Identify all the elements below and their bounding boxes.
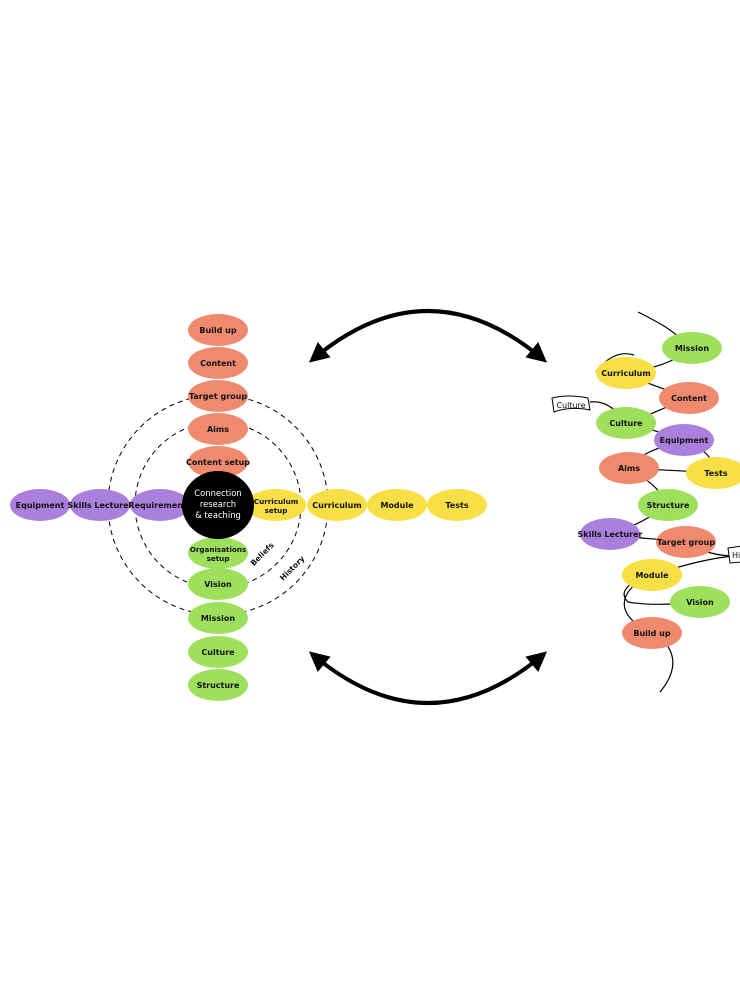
node-target-group: Target group	[188, 380, 248, 412]
center-hub: Connection research & teaching	[182, 471, 254, 539]
svg-text:Target group: Target group	[189, 392, 247, 401]
svg-text:Skills Lecturer: Skills Lecturer	[68, 501, 133, 510]
svg-text:Equipment: Equipment	[660, 436, 709, 445]
svg-text:Culture: Culture	[201, 648, 235, 657]
svg-text:Build up: Build up	[633, 629, 670, 638]
organisations-setup-text-2: setup	[207, 554, 230, 563]
net-node-target-group: Target group	[656, 526, 716, 558]
svg-text:Aims: Aims	[618, 464, 640, 473]
curriculum-setup-text-2: setup	[265, 506, 288, 515]
cross-bottom-column: Organisations setup Vision Mission Cultu…	[188, 537, 248, 701]
node-skills-lecturer: Skills Lecturer	[68, 489, 133, 521]
svg-text:Equipment: Equipment	[16, 501, 65, 510]
node-module: Module	[367, 489, 427, 521]
svg-text:Curriculum: Curriculum	[254, 497, 298, 506]
node-vision: Vision	[188, 568, 248, 600]
node-aims: Aims	[188, 413, 248, 445]
svg-text:Culture: Culture	[556, 401, 585, 410]
center-line-3: & teaching	[195, 510, 241, 520]
svg-text:Structure: Structure	[197, 681, 240, 690]
svg-text:Hi: Hi	[732, 551, 740, 560]
node-organisations-setup: Organisations setup	[188, 537, 248, 569]
svg-text:Content: Content	[200, 359, 236, 368]
svg-text:Mission: Mission	[675, 344, 709, 353]
svg-text:Build up: Build up	[199, 326, 236, 335]
net-node-aims: Aims	[599, 452, 659, 484]
svg-text:Culture: Culture	[609, 419, 643, 428]
network-nodes: Mission Curriculum Content Culture Equip…	[578, 332, 740, 649]
net-node-structure: Structure	[638, 489, 698, 521]
organisations-setup-text: Organisations	[190, 545, 247, 554]
svg-text:Tests: Tests	[704, 469, 727, 478]
flag-culture: Culture	[551, 395, 591, 413]
svg-text:Requirements: Requirements	[128, 501, 191, 510]
net-node-tests: Tests	[686, 457, 740, 489]
top-cycle-arrow	[308, 309, 548, 363]
cross-right-row: Curriculum setup Curriculum Module Tests	[246, 489, 487, 521]
cross-top-column: Build up Content Target group Aims Conte…	[186, 314, 250, 478]
curriculum-setup-text: Curriculum	[254, 497, 298, 506]
svg-text:Module: Module	[635, 571, 669, 580]
net-node-culture: Culture	[596, 407, 656, 439]
node-culture: Culture	[188, 636, 248, 668]
net-node-vision: Vision	[670, 586, 730, 618]
node-requirements: Requirements	[128, 489, 192, 521]
center-line-1: Connection	[194, 488, 241, 498]
svg-text:Structure: Structure	[647, 501, 690, 510]
svg-text:Vision: Vision	[204, 580, 232, 589]
net-node-build-up: Build up	[622, 617, 682, 649]
svg-text:Content setup: Content setup	[186, 458, 250, 467]
flag-history-partial: Hi	[727, 545, 740, 564]
svg-text:setup: setup	[265, 506, 288, 515]
svg-text:Module: Module	[380, 501, 414, 510]
net-node-content: Content	[659, 382, 719, 414]
svg-text:Skills Lecturer: Skills Lecturer	[578, 530, 643, 539]
svg-text:Aims: Aims	[207, 425, 229, 434]
svg-text:Vision: Vision	[686, 598, 714, 607]
svg-text:Organisations: Organisations	[190, 545, 247, 554]
node-content-setup: Content setup	[186, 446, 250, 478]
node-structure: Structure	[188, 669, 248, 701]
svg-text:Target group: Target group	[657, 538, 715, 547]
node-curriculum: Curriculum	[307, 489, 367, 521]
node-content: Content	[188, 347, 248, 379]
history-ring-label: History	[278, 554, 306, 582]
center-line-2: research	[200, 499, 236, 509]
net-node-mission: Mission	[662, 332, 722, 364]
net-node-module: Module	[622, 559, 682, 591]
net-node-skills-lecturer: Skills Lecturer	[578, 518, 643, 550]
node-tests: Tests	[427, 489, 487, 521]
svg-text:Curriculum: Curriculum	[312, 501, 361, 510]
node-curriculum-setup: Curriculum setup	[246, 489, 306, 521]
svg-text:Mission: Mission	[201, 614, 235, 623]
cross-left-row: Equipment Skills Lecturer Requirements	[10, 489, 192, 521]
beliefs-ring-label: Beliefs	[249, 540, 276, 567]
svg-text:Content: Content	[671, 394, 707, 403]
svg-text:Tests: Tests	[445, 501, 468, 510]
node-build-up: Build up	[188, 314, 248, 346]
net-node-curriculum: Curriculum	[596, 357, 656, 389]
bottom-cycle-arrow	[308, 651, 548, 705]
node-equipment: Equipment	[10, 489, 70, 521]
svg-text:Curriculum: Curriculum	[601, 369, 650, 378]
svg-text:setup: setup	[207, 554, 230, 563]
net-node-equipment: Equipment	[654, 424, 714, 456]
node-mission: Mission	[188, 602, 248, 634]
